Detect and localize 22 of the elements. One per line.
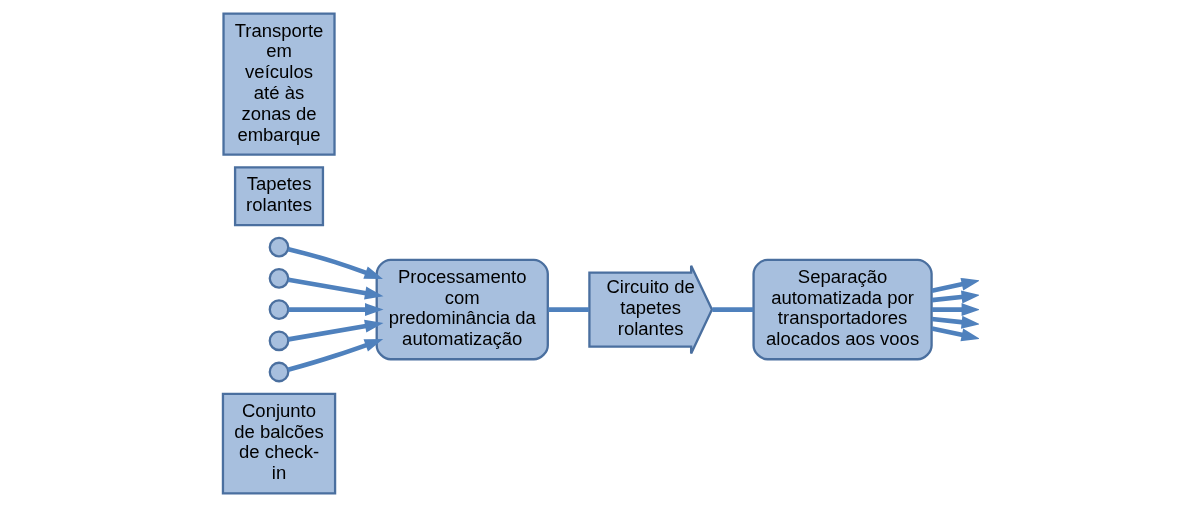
arrow — [931, 289, 979, 303]
node-circle — [268, 267, 289, 289]
node-circle — [268, 298, 289, 320]
connector — [711, 306, 753, 312]
arrow — [287, 246, 383, 279]
node-circle — [268, 329, 289, 351]
arrow — [287, 319, 383, 342]
node-box: Processamento com predominância da automatização — [375, 258, 549, 360]
arrow — [931, 315, 979, 329]
node-circle — [268, 236, 289, 258]
node-circle — [268, 361, 289, 382]
arrow — [287, 302, 384, 316]
arrow — [287, 277, 383, 299]
node-box: Separação automatizada por transportadores alocados aos voos — [751, 258, 933, 360]
arrow — [930, 277, 979, 293]
node-box: Conjunto de balcões de check-in — [221, 392, 336, 495]
connector — [547, 306, 589, 312]
node-box: Tapetes rolantes — [233, 165, 324, 226]
arrow — [930, 325, 979, 341]
node-box: Transporte em veículos até às zonas de embarque — [221, 11, 336, 156]
arrow — [286, 338, 383, 372]
arrow — [931, 302, 979, 316]
